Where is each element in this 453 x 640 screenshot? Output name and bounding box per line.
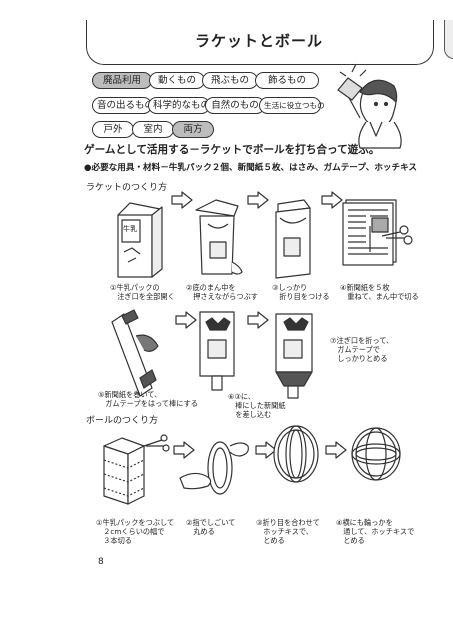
- arrow-6: [173, 441, 195, 459]
- arrow-1: [171, 191, 193, 209]
- racket-step2-illustration: [195, 199, 243, 275]
- racket-step-7-caption: ⑦注ぎ口を折って、 ガムテープで しっかりとめる: [330, 336, 394, 363]
- ball-step4-illustration: [351, 427, 401, 481]
- title-banner: [86, 20, 434, 65]
- milk-carton-label: 牛乳: [123, 225, 137, 233]
- ball-step3-illustration: [273, 425, 319, 483]
- racket-step-2-caption: ②底のまん中を 押さえながらつぶす: [186, 283, 258, 301]
- racket-section-heading: ラケットのつくり方: [86, 183, 168, 193]
- arrow-5: [247, 311, 269, 329]
- girl-with-racket-illustration: [337, 63, 402, 149]
- racket-step5-illustration: [111, 309, 159, 397]
- racket-step7-illustration: [275, 313, 313, 399]
- racket-step-5-caption: ⑤新聞紙を巻いて、 ガムテープをはって棒にする: [98, 390, 198, 408]
- arrow-2: [247, 191, 269, 209]
- racket-step4-illustration: [342, 199, 413, 266]
- ball-step-1-caption: ①牛乳パックをつぶして ２cmくらいの幅で ３本切る: [96, 518, 175, 545]
- ball-section-heading: ボールのつくり方: [86, 416, 159, 426]
- racket-step-6-caption: ⑥③に、 棒にした新聞紙 を差し込む: [228, 392, 286, 419]
- tag-flying: 飛ぶもの: [202, 72, 258, 89]
- ball-step2-illustration: [179, 441, 249, 495]
- racket-step-1-caption: ①牛乳パックの 注ぎ口を全部開く: [110, 283, 175, 301]
- tag-useful: 生活に役立つもの: [259, 97, 325, 114]
- tag-decorative: 飾るもの: [255, 72, 319, 89]
- arrow-7: [255, 441, 277, 459]
- arrow-3: [321, 191, 343, 209]
- tag-moving: 動くもの: [149, 72, 205, 89]
- page-title: ラケットとボール: [194, 32, 323, 50]
- page-number: 8: [98, 557, 104, 567]
- arrow-8: [325, 441, 347, 459]
- ball-step1-illustration: [103, 434, 170, 505]
- materials-list: ●必要な用具・材料－牛乳パック２個、新聞紙５枚、はさみ、ガムテープ、ホッチキス: [84, 163, 418, 173]
- ball-step-3-caption: ③折り目を合わせて ホッチキスで、 とめる: [256, 518, 320, 545]
- ball-step-2-caption: ②指でしごいて 丸める: [186, 518, 236, 536]
- tag-both: 両方: [172, 121, 214, 138]
- racket-step-3-caption: ③しっかり 折り目をつける: [272, 283, 330, 301]
- tag-science: 科学的なもの: [148, 97, 210, 114]
- racket-step-4-caption: ④新聞紙を５枚 重ねて、まん中で切る: [340, 283, 419, 301]
- racket-step6-illustration: [199, 311, 235, 391]
- activity-description: ゲームとして活用する－ラケットでボールを打ち合って遊ぶ。: [84, 144, 380, 156]
- ball-step-4-caption: ④横にも輪っかを 通して、ホッチキスで とめる: [336, 518, 415, 545]
- racket-step1-illustration: [117, 202, 163, 278]
- tag-sound: 音の出るもの: [92, 97, 154, 114]
- arrow-4: [175, 311, 197, 329]
- racket-step3-illustration: [275, 199, 311, 279]
